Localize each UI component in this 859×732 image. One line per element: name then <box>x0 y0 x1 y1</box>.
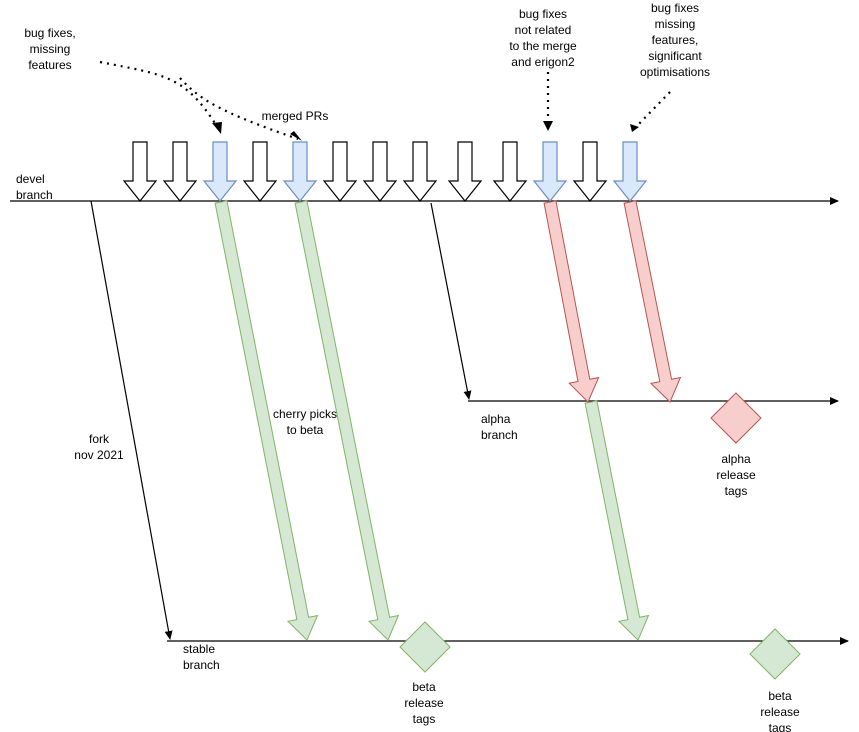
label-line: not related <box>515 23 572 37</box>
label-line: release <box>404 696 444 710</box>
label-bug-fixes-significant: bug fixes missing features, significant opti… <box>640 1 710 79</box>
pr-arrow <box>362 141 398 202</box>
merged-pr-arrow <box>282 141 318 202</box>
alpha-release-diamond <box>710 392 762 444</box>
cherry-pick-arrows <box>214 200 682 641</box>
label-beta-release-tags-1: beta release tags <box>404 680 444 726</box>
label-devel-branch: devel branch <box>16 172 53 202</box>
label-beta-release-tags-2: beta release tags <box>760 689 800 732</box>
alpha-fork-connector <box>430 202 472 400</box>
label-line: features <box>28 58 71 72</box>
label-cherry-picks: cherry picks to beta <box>273 407 337 437</box>
label-line: beta <box>412 680 436 694</box>
label-line: and erigon2 <box>511 55 575 69</box>
label-line: missing <box>655 17 696 31</box>
fork-connector <box>90 200 173 640</box>
pr-arrow <box>242 141 278 202</box>
label-line: branch <box>16 188 53 202</box>
merged-pr-arrow <box>202 141 238 202</box>
label-bug-fixes-missing: bug fixes, missing features <box>24 26 75 72</box>
label-line: release <box>760 705 800 719</box>
beta-release-diamond-2 <box>749 628 801 680</box>
pr-arrow <box>402 141 438 202</box>
label-line: to beta <box>287 423 324 437</box>
label-line: branch <box>183 658 220 672</box>
merged-pr-arrows <box>122 141 648 202</box>
label-merged-prs: merged PRs <box>262 109 329 123</box>
label-line: stable <box>183 642 215 656</box>
cherry-pick-arrow <box>214 200 319 641</box>
label-line: devel <box>16 172 45 186</box>
merged-pr-arrow <box>612 141 648 202</box>
pr-arrow <box>447 141 483 202</box>
cherry-pick-arrow <box>294 200 400 641</box>
label-line: nov 2021 <box>74 448 124 462</box>
pr-arrow <box>162 141 198 202</box>
label-line: release <box>716 468 756 482</box>
label-line: fork <box>89 432 110 446</box>
label-line: bug fixes <box>519 7 567 21</box>
merged-pr-arrow <box>532 141 568 202</box>
dotted-pointer-head-2 <box>290 131 302 141</box>
pr-arrow <box>492 141 528 202</box>
label-stable-branch: stable branch <box>183 642 220 672</box>
label-alpha-release-tags: alpha release tags <box>716 452 756 498</box>
label-line: beta <box>768 689 792 703</box>
label-bug-fixes-not-related: bug fixes not related to the merge and erig… <box>509 7 577 69</box>
label-line: to the merge <box>509 39 577 53</box>
cherry-pick-arrow <box>584 400 650 641</box>
label-line: alpha <box>481 412 511 426</box>
label-line: tags <box>769 721 792 732</box>
label-line: cherry picks <box>273 407 337 421</box>
dotted-pointer-head-3 <box>543 121 553 131</box>
beta-release-diamond-1 <box>399 621 451 673</box>
label-fork: fork nov 2021 <box>74 432 124 462</box>
label-line: missing <box>30 42 71 56</box>
pr-arrow <box>572 141 608 202</box>
label-line: bug fixes <box>651 1 699 15</box>
label-line: tags <box>725 484 748 498</box>
label-alpha-branch: alpha branch <box>481 412 518 442</box>
alpha-fix-arrow <box>623 200 682 403</box>
label-line: merged PRs <box>262 109 329 123</box>
label-line: optimisations <box>640 65 710 79</box>
label-line: tags <box>413 712 436 726</box>
dotted-pointer-head-4 <box>630 124 639 132</box>
label-line: alpha <box>721 452 751 466</box>
label-line: branch <box>481 428 518 442</box>
pr-arrow <box>122 141 158 202</box>
label-line: features, <box>652 33 699 47</box>
dotted-pointer-optimisations <box>634 91 671 129</box>
dotted-pointer-bug-fixes <box>99 60 219 129</box>
alpha-fix-arrow <box>543 200 600 403</box>
label-line: significant <box>648 49 702 63</box>
pr-arrow <box>322 141 358 202</box>
dotted-pointer-head-1 <box>212 122 222 134</box>
label-line: bug fixes, <box>24 26 75 40</box>
